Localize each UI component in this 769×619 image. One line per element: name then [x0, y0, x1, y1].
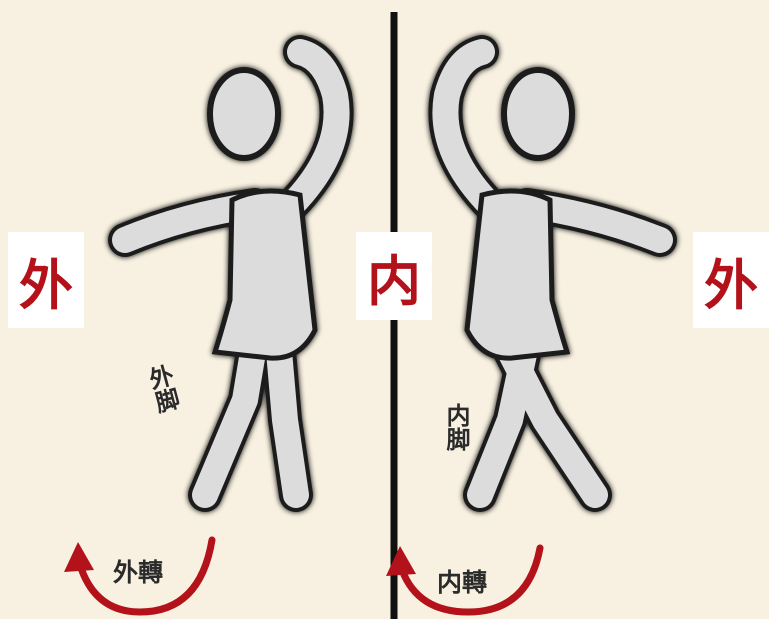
right-turn-label: 内轉 — [437, 568, 488, 597]
right-curved-arrow-icon — [386, 544, 544, 616]
left-curved-arrow-icon — [64, 536, 216, 616]
left-dancer-figure-icon — [108, 35, 354, 512]
right-dancer-figure-icon — [428, 35, 677, 512]
left-turn-label: 外轉 — [113, 558, 164, 587]
center-inner-label: 内 — [356, 232, 432, 320]
left-outer-label: 外 — [8, 232, 84, 328]
right-foot-label: 内脚 — [442, 403, 470, 451]
right-outer-label: 外 — [693, 232, 769, 328]
